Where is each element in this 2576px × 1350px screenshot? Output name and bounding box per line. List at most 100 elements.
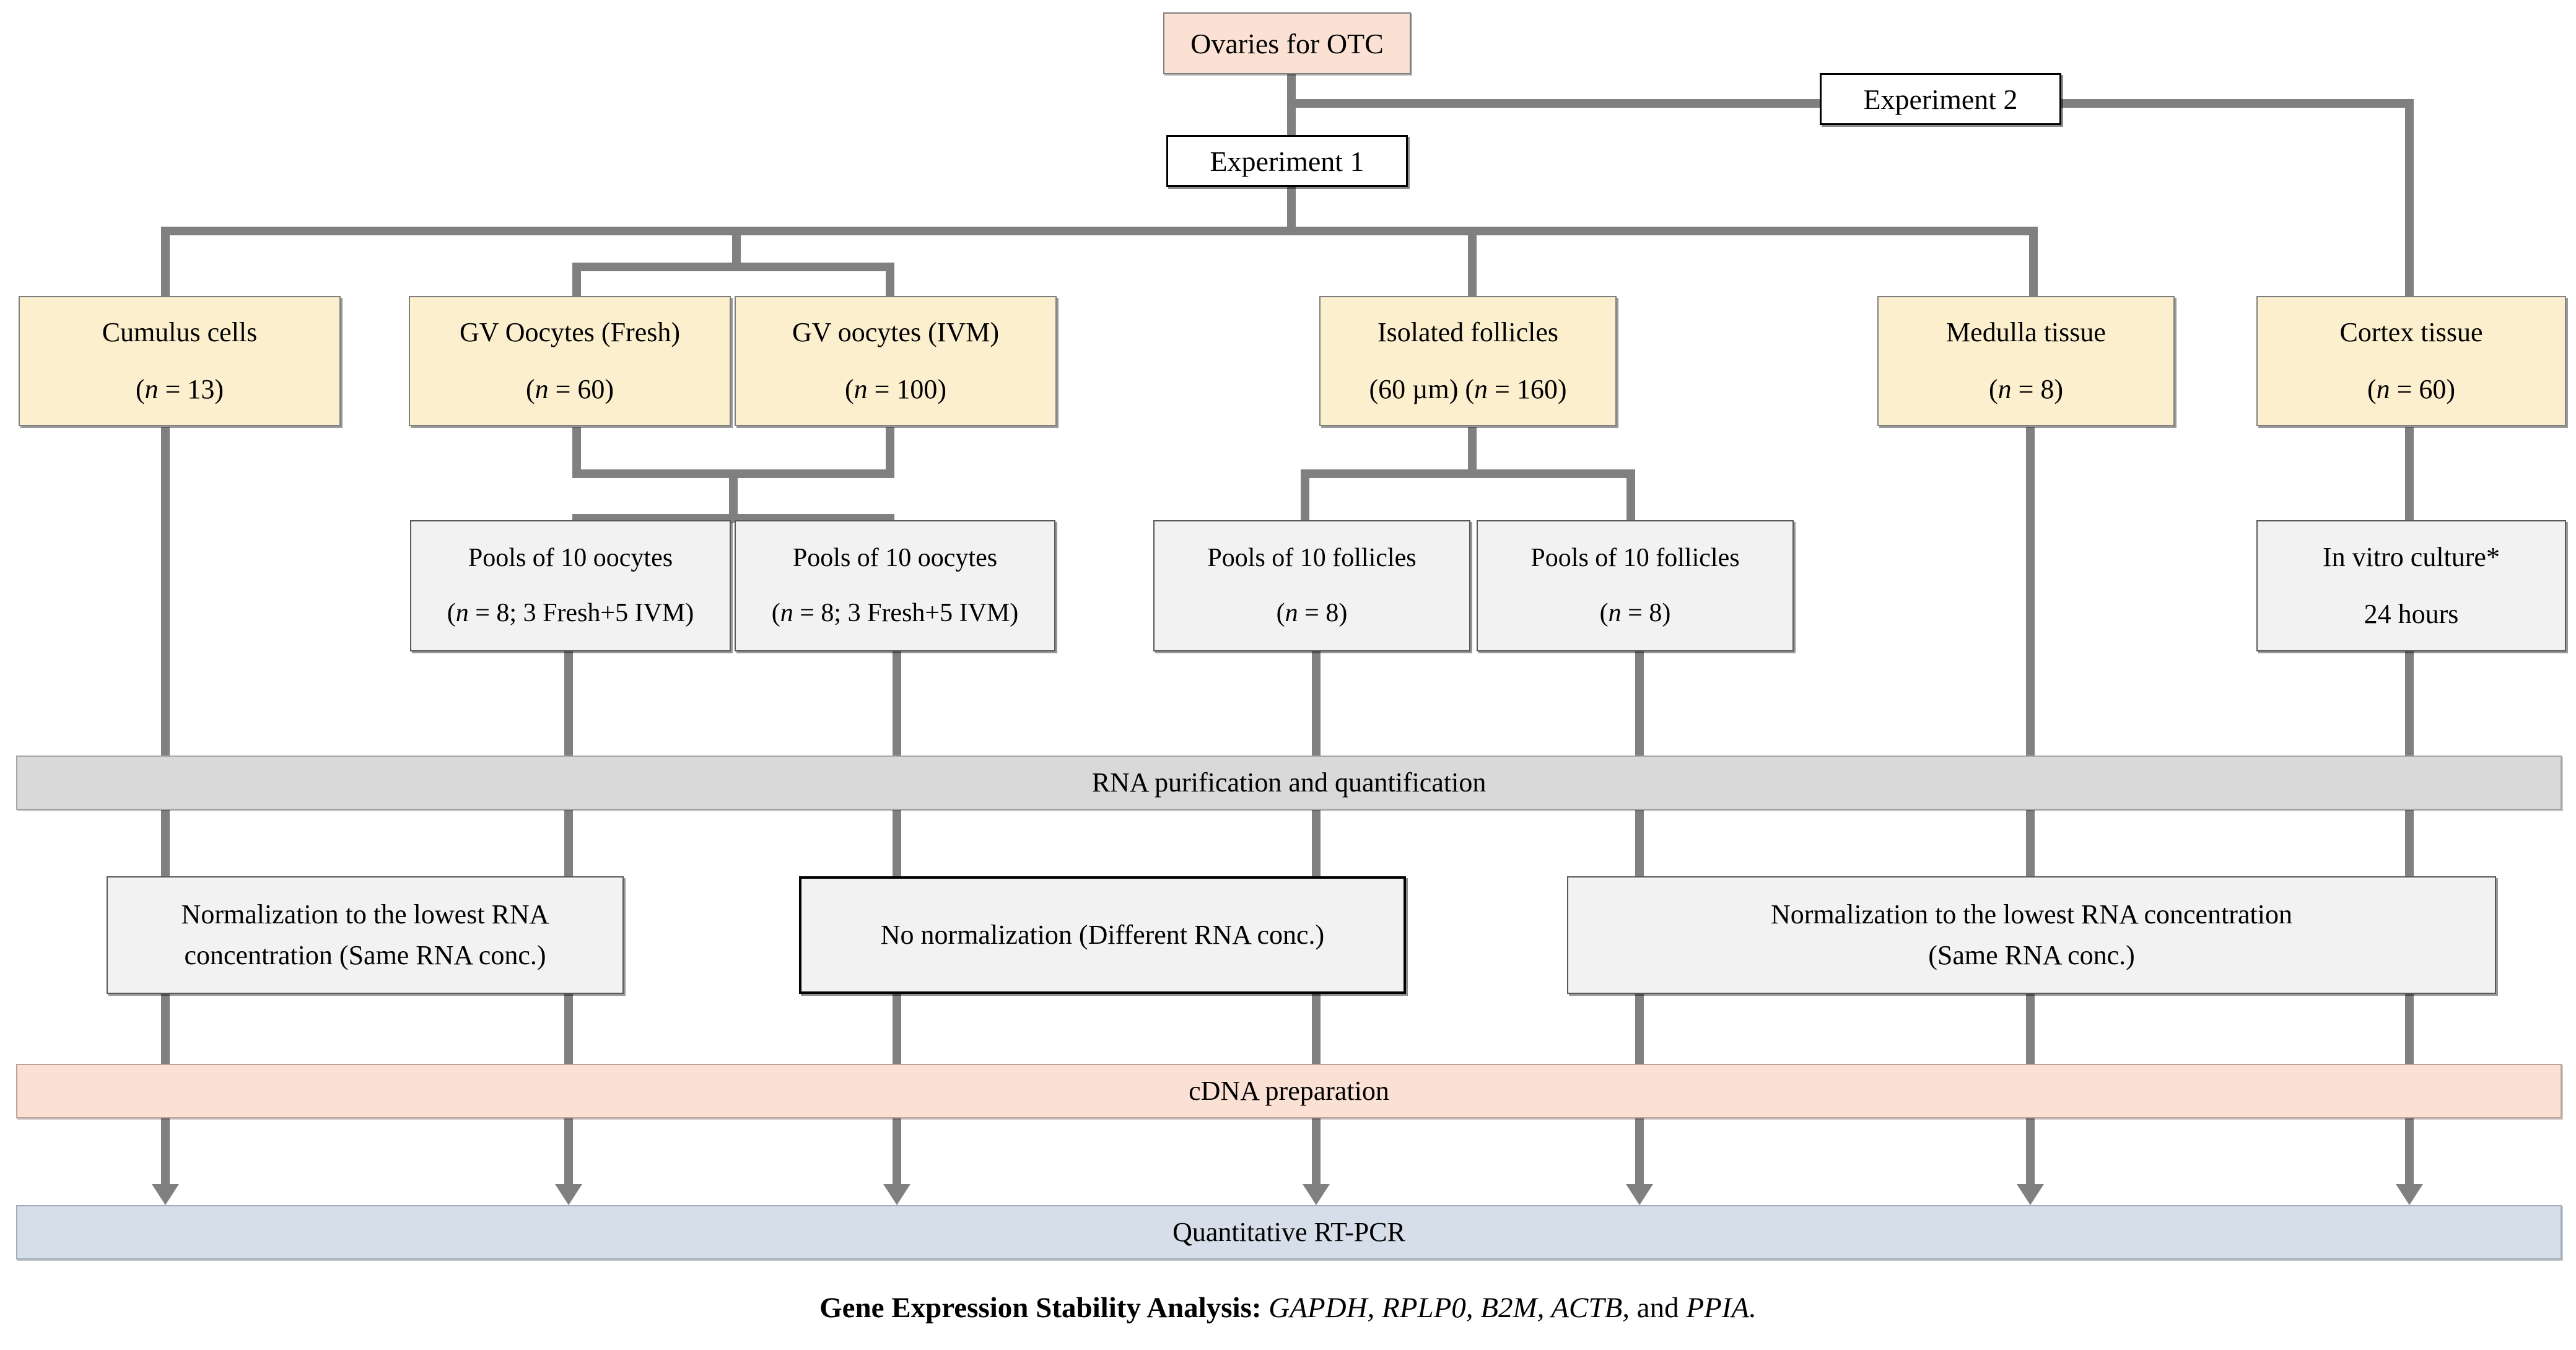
rail-norm-2b: [1312, 808, 1321, 876]
node-ovaries-for-otc[interactable]: Ovaries for OTC: [1163, 12, 1411, 74]
rail-rtpcr-3: [893, 1115, 901, 1189]
node-isolated-follicles-sub: (60 µm) (n = 160): [1369, 374, 1567, 404]
connector-exp1-down: [1287, 186, 1296, 235]
rail-cdna-2: [564, 991, 573, 1064]
rail-norm-3c: [2405, 808, 2414, 876]
arrowhead-7: [2396, 1184, 2423, 1205]
rail-cortex: [2405, 651, 2414, 756]
node-gv-oocytes-ivm-sub: (n = 100): [844, 374, 947, 404]
rail-medulla: [2026, 427, 2035, 756]
connector-exp2-bus-left: [1287, 99, 1820, 108]
rail-norm-2a: [893, 808, 901, 876]
node-pools-oocytes-1-title: Pools of 10 oocytes: [468, 544, 673, 572]
caption-and: and: [1629, 1292, 1687, 1324]
node-pools-follicles-2-title: Pools of 10 follicles: [1530, 544, 1740, 572]
node-cortex-tissue[interactable]: Cortex tissue (n = 60): [2256, 296, 2566, 426]
rail-rtpcr-5: [1635, 1115, 1644, 1189]
rail-pool-follicle-1: [1312, 651, 1321, 756]
connector-ovaries-down: [1287, 73, 1296, 154]
node-medulla-tissue-title: Medulla tissue: [1946, 317, 2106, 347]
node-pools-follicles-2-sub: (n = 8): [1599, 599, 1671, 627]
connector-exp2-bus-right: [2060, 99, 2411, 108]
caption-last-gene: PPIA.: [1686, 1292, 1757, 1324]
connector-follicle-split-bar: [1301, 469, 1635, 478]
rail-rtpcr-2: [564, 1115, 573, 1189]
node-experiment-2-label: Experiment 2: [1863, 83, 2018, 115]
connector-bus-to-medulla: [2029, 227, 2038, 296]
node-normalization-3-line1: Normalization to the lowest RNA concentr…: [1771, 899, 2292, 930]
rail-cdna-3: [893, 991, 901, 1064]
rail-norm-3a: [1635, 808, 1644, 876]
caption-genes: GAPDH, RPLP0, B2M, ACTB,: [1261, 1292, 1630, 1324]
node-experiment-1-label: Experiment 1: [1210, 145, 1364, 177]
arrowhead-2: [555, 1184, 582, 1205]
connector-oocyte-split-bar: [572, 263, 894, 271]
rail-cdna-5: [1635, 991, 1644, 1064]
node-in-vitro-culture-line2: 24 hours: [2364, 599, 2459, 629]
connector-follicles-down: [1468, 427, 1477, 478]
node-gv-oocytes-ivm-title: GV oocytes (IVM): [792, 317, 1000, 347]
connector-split-to-fresh: [572, 263, 581, 296]
rail-rtpcr-6: [2026, 1115, 2035, 1189]
node-cumulus-cells-title: Cumulus cells: [102, 317, 258, 347]
node-pools-follicles-1-sub: (n = 8): [1276, 599, 1348, 627]
arrowhead-4: [1303, 1184, 1330, 1205]
rail-norm-1b: [564, 808, 573, 876]
rail-cdna-4: [1312, 991, 1321, 1064]
rail-norm-1a: [161, 808, 170, 876]
rail-cdna-7: [2405, 991, 2414, 1064]
node-cumulus-cells[interactable]: Cumulus cells (n = 13): [19, 296, 341, 426]
rail-rtpcr-4: [1312, 1115, 1321, 1189]
rail-cumulus: [161, 427, 170, 756]
band-quantitative-rtpcr[interactable]: Quantitative RT-PCR: [16, 1205, 2562, 1260]
rail-pool-oocyte-2: [893, 651, 901, 756]
node-pools-oocytes-2-title: Pools of 10 oocytes: [792, 544, 998, 572]
node-normalization-1-line1: Normalization to the lowest RNA: [181, 899, 549, 930]
rail-rtpcr-7: [2405, 1115, 2414, 1189]
node-normalization-1[interactable]: Normalization to the lowest RNA concentr…: [107, 876, 624, 994]
node-medulla-tissue[interactable]: Medulla tissue (n = 8): [1877, 296, 2175, 426]
figure-caption: Gene Expression Stability Analysis: GAPD…: [0, 1291, 2576, 1325]
node-isolated-follicles[interactable]: Isolated follicles (60 µm) (n = 160): [1319, 296, 1617, 426]
node-experiment-2[interactable]: Experiment 2: [1820, 73, 2061, 125]
rail-cdna-6: [2026, 991, 2035, 1064]
connector-exp1-bus: [161, 227, 2038, 235]
node-normalization-3-line2: (Same RNA conc.): [1928, 940, 2135, 970]
node-pools-oocytes-1[interactable]: Pools of 10 oocytes (n = 8; 3 Fresh+5 IV…: [410, 520, 731, 651]
band-rna-purification-label: RNA purification and quantification: [1091, 767, 1487, 798]
node-normalization-3[interactable]: Normalization to the lowest RNA concentr…: [1567, 876, 2496, 994]
connector-split-to-ivm: [886, 263, 894, 296]
node-ovaries-label: Ovaries for OTC: [1190, 27, 1384, 59]
node-gv-oocytes-ivm[interactable]: GV oocytes (IVM) (n = 100): [735, 296, 1057, 426]
connector-exp2-to-cortex: [2405, 99, 2414, 296]
node-in-vitro-culture-line1: In vitro culture*: [2323, 542, 2500, 572]
node-gv-oocytes-fresh-title: GV Oocytes (Fresh): [459, 317, 681, 347]
node-cortex-tissue-sub: (n = 60): [2367, 374, 2456, 404]
node-gv-oocytes-fresh[interactable]: GV Oocytes (Fresh) (n = 60): [409, 296, 731, 426]
rail-cdna-1: [161, 991, 170, 1064]
arrowhead-3: [883, 1184, 910, 1205]
node-experiment-1[interactable]: Experiment 1: [1166, 135, 1408, 187]
connector-ivm-down: [886, 427, 894, 478]
caption-bold-part: Gene Expression Stability Analysis:: [819, 1292, 1262, 1324]
node-in-vitro-culture[interactable]: In vitro culture* 24 hours: [2256, 520, 2566, 651]
node-isolated-follicles-title: Isolated follicles: [1377, 317, 1558, 347]
node-no-normalization[interactable]: No normalization (Different RNA conc.): [799, 876, 1406, 994]
node-gv-oocytes-fresh-sub: (n = 60): [525, 374, 614, 404]
node-cortex-tissue-title: Cortex tissue: [2339, 317, 2483, 347]
node-pools-oocytes-2-sub: (n = 8; 3 Fresh+5 IVM): [771, 599, 1019, 627]
node-pools-follicles-1[interactable]: Pools of 10 follicles (n = 8): [1153, 520, 1470, 651]
band-rna-purification[interactable]: RNA purification and quantification: [16, 756, 2562, 810]
node-pools-follicles-1-title: Pools of 10 follicles: [1207, 544, 1417, 572]
band-cdna-preparation[interactable]: cDNA preparation: [16, 1064, 2562, 1118]
arrowhead-5: [1626, 1184, 1653, 1205]
node-normalization-1-line2: concentration (Same RNA conc.): [184, 940, 546, 970]
connector-oocyte-merge-center: [729, 469, 738, 523]
band-cdna-preparation-label: cDNA preparation: [1189, 1076, 1389, 1106]
node-pools-follicles-2[interactable]: Pools of 10 follicles (n = 8): [1477, 520, 1794, 651]
node-pools-oocytes-2[interactable]: Pools of 10 oocytes (n = 8; 3 Fresh+5 IV…: [735, 520, 1055, 651]
node-pools-oocytes-1-sub: (n = 8; 3 Fresh+5 IVM): [447, 599, 694, 627]
connector-fresh-down: [572, 427, 581, 478]
node-no-normalization-line1: No normalization (Different RNA conc.): [880, 920, 1325, 950]
